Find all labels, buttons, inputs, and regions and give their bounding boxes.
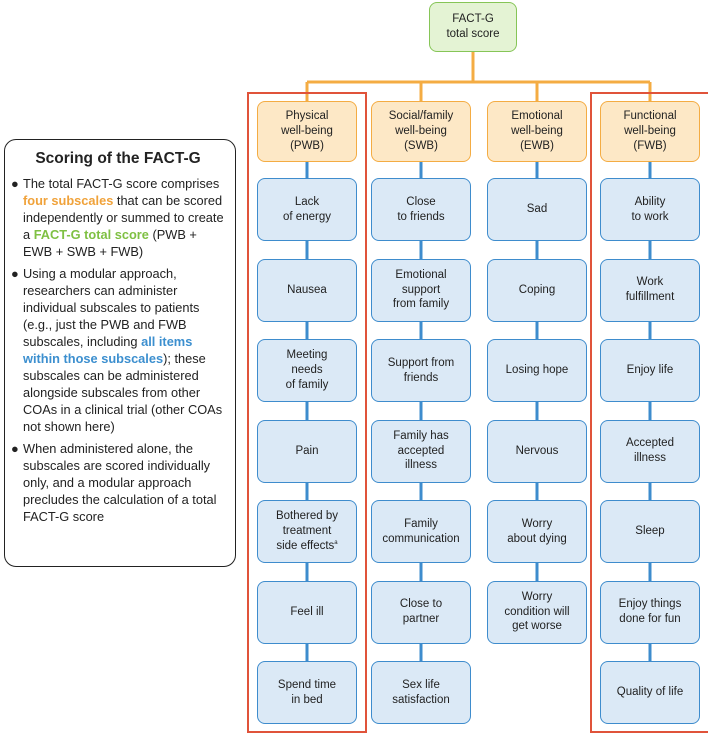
- pwb-highlight-frame: [247, 92, 367, 733]
- fwb-item-box: Sleep: [600, 500, 700, 563]
- bullet-marker: ●: [11, 441, 19, 457]
- pwb-item-box-label: Spend time in bed: [277, 678, 337, 706]
- fwb-item-box: Enjoy life: [600, 339, 700, 402]
- pwb-item-box: Nausea: [257, 258, 357, 322]
- pwb-item-box-label: Feel ill: [290, 605, 324, 618]
- pwb-item-box-label: Meeting needs of family: [285, 349, 329, 391]
- pwb-item-box: Lack of energy: [257, 178, 357, 241]
- swb-item-box-label: Close to partner: [399, 598, 443, 625]
- ewb-item-box: Worry about dying: [487, 500, 587, 563]
- ewb-item-box: Coping: [487, 258, 587, 322]
- swb-item-box: Family has accepted illness: [371, 419, 471, 483]
- pwb-item-box-label: Bothered by treatment side effects: [275, 510, 338, 552]
- swb-item-box: Family communication: [371, 500, 471, 563]
- bullet-1: ● The total FACT-G score comprises four …: [11, 175, 225, 260]
- swb-item-box-label: Family has accepted illness: [393, 429, 449, 472]
- swb-item-box: Close to friends: [371, 178, 471, 241]
- footnote-marker: a: [334, 540, 338, 547]
- fwb-item-box-label: Work fulfillment: [625, 276, 675, 303]
- fwb-item-box-label: Enjoy life: [626, 364, 674, 377]
- ewb-subscale-box-label: Emotional well-being (EWB): [511, 110, 563, 152]
- ewb-item-box-label: Worry about dying: [507, 517, 567, 545]
- pwb-item-box: Meeting needs of family: [257, 339, 357, 402]
- fwb-item-box: Ability to work: [600, 178, 700, 241]
- four-subscales-highlight: four subscales: [23, 193, 114, 209]
- bullet-2: ● Using a modular approach, researchers …: [11, 265, 225, 435]
- panel-title: Scoring of the FACT-G: [35, 150, 201, 167]
- ewb-item-box-label: Losing hope: [505, 364, 569, 377]
- bullet-3-text: When administered alone, the subscales a…: [23, 441, 217, 525]
- fact-g-total-score-box: FACT-G total score: [429, 2, 517, 52]
- pwb-item-box: Pain: [257, 419, 357, 483]
- total-score-highlight: FACT-G total score: [33, 227, 149, 243]
- fwb-item-box-label: Sleep: [635, 525, 665, 538]
- fwb-highlight-frame: [590, 92, 708, 733]
- ewb-item-box-label: Sad: [526, 203, 548, 216]
- ewb-item-box-label: Coping: [518, 283, 556, 296]
- bullet-2-text: Using a modular approach, researchers ca…: [23, 266, 223, 435]
- swb-item-box: Sex life satisfaction: [371, 661, 471, 724]
- pwb-item-box-label: Lack of energy: [283, 195, 331, 223]
- fwb-item-box: Accepted illness: [600, 419, 700, 483]
- fwb-subscale-box: Functional well-being (FWB): [600, 101, 700, 162]
- pwb-item-box: Bothered by treatment side effectsa: [257, 500, 357, 563]
- ewb-item-box-label: Nervous: [515, 444, 559, 457]
- swb-item-box: Support from friends: [371, 339, 471, 402]
- pwb-item-box-label: Pain: [295, 444, 319, 457]
- swb-item-box-label: Support from friends: [387, 356, 455, 384]
- fwb-item-box-label: Ability to work: [631, 195, 669, 223]
- pwb-item-box: Feel ill: [257, 580, 357, 644]
- fwb-subscale-box-label: Functional well-being (FWB): [623, 110, 677, 152]
- swb-item-box: Close to partner: [371, 580, 471, 644]
- swb-item-box-label: Sex life satisfaction: [392, 678, 450, 706]
- pwb-subscale-box: Physical well-being (PWB): [257, 101, 357, 162]
- swb-item-box-label: Close to friends: [397, 195, 445, 223]
- ewb-item-box-label: Worry condition will get worse: [504, 590, 570, 633]
- swb-subscale-box-label: Social/family well-being (SWB): [388, 110, 454, 152]
- swb-item-box-label: Family communication: [382, 517, 460, 545]
- bullet-3: ● When administered alone, the subscales…: [11, 440, 225, 525]
- fwb-item-box-label: Enjoy things done for fun: [618, 598, 682, 625]
- pwb-item-box-label: Nausea: [287, 283, 327, 296]
- ewb-item-box: Nervous: [487, 419, 587, 483]
- ewb-item-box: Sad: [487, 178, 587, 241]
- bullet-marker: ●: [11, 266, 19, 282]
- bullet-1-text: The total FACT-G score comprises four su…: [23, 176, 224, 260]
- pwb-item-box: Spend time in bed: [257, 661, 357, 724]
- fwb-item-box: Enjoy things done for fun: [600, 580, 700, 644]
- bullet-marker: ●: [11, 176, 19, 191]
- scoring-info-panel: Scoring of the FACT-G ● The total FACT-G…: [4, 139, 236, 567]
- ewb-item-box: Worry condition will get worse: [487, 580, 587, 644]
- fwb-item-box-label: Accepted illness: [626, 437, 674, 464]
- swb-subscale-box: Social/family well-being (SWB): [371, 101, 471, 162]
- all-items-highlight: all items within those subscales: [23, 334, 193, 367]
- fwb-item-box: Quality of life: [600, 661, 700, 724]
- ewb-item-box: Losing hope: [487, 339, 587, 402]
- fwb-item-box-label: Quality of life: [616, 686, 684, 699]
- pwb-subscale-box-label: Physical well-being (PWB): [281, 110, 333, 152]
- fwb-item-box: Work fulfillment: [600, 258, 700, 322]
- swb-item-box: Emotional support from family: [371, 258, 471, 322]
- ewb-subscale-box: Emotional well-being (EWB): [487, 101, 587, 162]
- swb-item-box-label: Emotional support from family: [392, 268, 450, 311]
